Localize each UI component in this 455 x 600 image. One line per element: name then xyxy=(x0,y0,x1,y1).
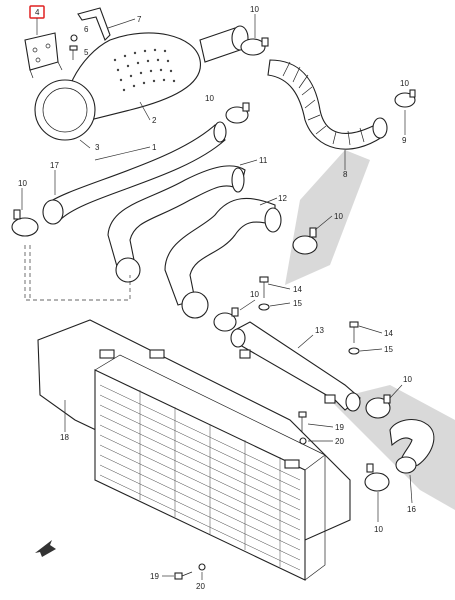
shade-band-lower xyxy=(330,385,455,510)
pipe-part-13 xyxy=(230,321,361,412)
callout-7[interactable]: 7 xyxy=(137,15,142,24)
callout-10-b[interactable]: 10 xyxy=(400,79,409,88)
washer-part-20-upper xyxy=(299,437,307,445)
callout-8[interactable]: 8 xyxy=(343,170,348,179)
washer-part-6 xyxy=(70,34,78,42)
callout-12[interactable]: 12 xyxy=(278,194,287,203)
callout-14-a[interactable]: 14 xyxy=(293,285,302,294)
callout-20-a[interactable]: 20 xyxy=(335,437,344,446)
callout-10-e[interactable]: 10 xyxy=(334,212,343,221)
clamp-part-10-left xyxy=(11,209,39,237)
bolt-part-19-upper xyxy=(298,411,307,432)
callout-14-b[interactable]: 14 xyxy=(384,329,393,338)
clamp-part-10-lower-right xyxy=(365,394,391,419)
callout-10-a[interactable]: 10 xyxy=(250,5,259,14)
washer-part-15-upper xyxy=(258,303,270,311)
bolt-part-14-lower xyxy=(349,321,359,343)
callout-13[interactable]: 13 xyxy=(315,326,324,335)
hose-part-16 xyxy=(389,419,435,474)
clamp-part-10-bottom xyxy=(364,463,390,492)
callout-10-g[interactable]: 10 xyxy=(403,375,412,384)
bolt-part-5 xyxy=(69,45,78,60)
callout-10-d[interactable]: 10 xyxy=(18,179,27,188)
callout-19-a[interactable]: 19 xyxy=(335,423,344,432)
clamp-part-10-mid xyxy=(225,102,250,124)
callout-15-b[interactable]: 15 xyxy=(384,345,393,354)
bracket-part-4 xyxy=(24,32,63,79)
callout-2[interactable]: 2 xyxy=(152,116,157,125)
callout-10-c[interactable]: 10 xyxy=(205,94,214,103)
callout-20-b[interactable]: 20 xyxy=(196,582,205,591)
pipe-part-12 xyxy=(164,197,282,319)
clamp-part-10-right xyxy=(394,89,416,108)
callout-15-a[interactable]: 15 xyxy=(293,299,302,308)
shade-band-upper xyxy=(285,150,370,285)
hose-part-17 xyxy=(42,121,227,225)
dashed-leader-a xyxy=(24,245,131,301)
perforation-pattern xyxy=(113,48,176,92)
air-cleaner-assembly xyxy=(34,25,249,141)
callout-10-h[interactable]: 10 xyxy=(374,525,383,534)
callout-4[interactable]: 4 xyxy=(35,8,40,17)
callout-19-b[interactable]: 19 xyxy=(150,572,159,581)
intercooler-part-18 xyxy=(37,319,351,581)
callout-5[interactable]: 5 xyxy=(84,48,89,57)
bolt-part-19-lower xyxy=(174,571,193,580)
clamp-part-10-pipe xyxy=(213,307,239,332)
strap-part-7 xyxy=(77,7,111,41)
clamp-part-10-shade xyxy=(292,227,318,255)
pipe-part-11 xyxy=(107,165,246,283)
callout-6[interactable]: 6 xyxy=(84,25,89,34)
front-arrow-icon xyxy=(35,540,56,557)
clamp-part-10-top xyxy=(240,37,269,56)
callout-18[interactable]: 18 xyxy=(60,433,69,442)
callout-9[interactable]: 9 xyxy=(402,136,407,145)
callout-3[interactable]: 3 xyxy=(95,143,100,152)
washer-part-15-lower xyxy=(348,347,360,355)
callout-17[interactable]: 17 xyxy=(50,161,59,170)
callout-11[interactable]: 11 xyxy=(259,156,268,165)
intercooler-core-grid xyxy=(99,384,301,571)
callout-16[interactable]: 16 xyxy=(407,505,416,514)
callout-1[interactable]: 1 xyxy=(152,143,157,152)
bolt-part-14-upper xyxy=(259,276,269,298)
callout-10-f[interactable]: 10 xyxy=(250,290,259,299)
washer-part-20-lower xyxy=(198,563,206,571)
intake-hose-part-8 xyxy=(267,59,388,150)
